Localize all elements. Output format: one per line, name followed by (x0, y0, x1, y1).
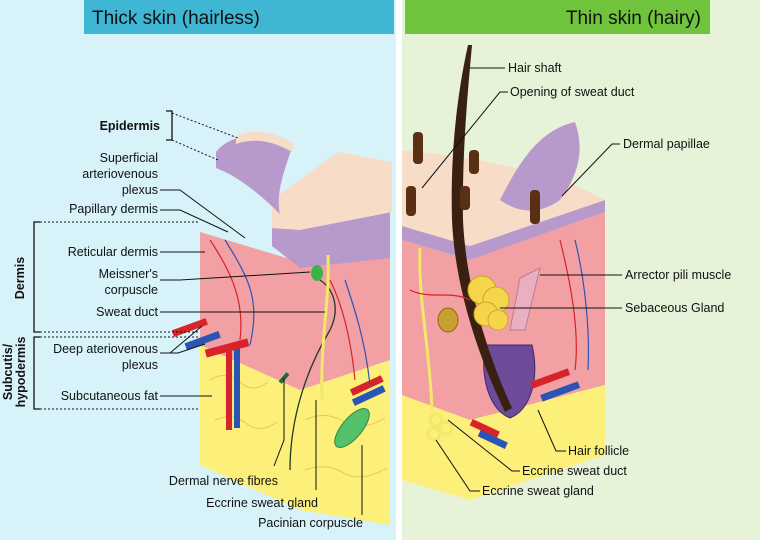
left-flap-top (236, 131, 294, 152)
label-deep-plexus-1: Deep ateriovenous (53, 342, 158, 356)
label-arrector-pili: Arrector pili muscle (625, 268, 731, 282)
panel-divider (396, 0, 402, 540)
label-opening-duct: Opening of sweat duct (510, 85, 635, 99)
label-dermal-papillae: Dermal papillae (623, 137, 710, 151)
label-deep-plexus-2: plexus (122, 358, 158, 372)
label-superficial-2: arteriovenous (82, 167, 158, 181)
right-fat-layer (402, 395, 470, 500)
label-hair-follicle: Hair follicle (568, 444, 629, 458)
left-nerve-fibres (289, 279, 336, 471)
label-papillary-dermis: Papillary dermis (69, 202, 158, 216)
label-subcutis-1: Subcutis/ (1, 343, 15, 400)
right-dermis-side (402, 240, 470, 420)
label-dermis: Dermis (13, 257, 27, 299)
label-superficial-1: Superficial (100, 151, 158, 165)
short-hair-5 (530, 190, 540, 224)
label-subcutaneous-fat: Subcutaneous fat (61, 389, 159, 403)
hair-shaft-shape (451, 45, 512, 412)
label-superficial-3: plexus (122, 183, 158, 197)
label-meissner-1: Meissner's (99, 267, 158, 281)
short-hair-3 (406, 186, 416, 216)
left-fat-layer (200, 345, 300, 510)
short-hair-1 (413, 132, 423, 164)
thick-skin-block (171, 131, 392, 525)
left-leader-lines (160, 112, 363, 515)
right-dermal-papillae-flap (500, 122, 580, 211)
small-gland-shape (437, 307, 459, 333)
label-dermal-nerve: Dermal nerve fibres (169, 474, 278, 488)
sebaceous-gland-shape (467, 275, 510, 331)
left-epidermis-flap (216, 136, 292, 214)
arrector-pili-shape (509, 267, 541, 331)
short-hair-4 (460, 186, 470, 210)
label-pacinian: Pacinian corpuscle (258, 516, 363, 530)
right-header-bar (405, 0, 710, 34)
label-sebaceous-gland: Sebaceous Gland (625, 301, 724, 315)
layer-brackets (33, 110, 200, 410)
left-sweat-duct-path (320, 254, 330, 401)
right-sweat-duct-path (418, 247, 434, 411)
left-header-title: Thick skin (hairless) (92, 8, 260, 29)
label-eccrine-duct: Eccrine sweat duct (522, 464, 627, 478)
pacinian-corpuscle-shape (334, 408, 370, 448)
label-reticular-dermis: Reticular dermis (68, 245, 158, 259)
label-subcutis-2: hypodermis (14, 337, 28, 408)
right-epidermis-band (402, 200, 605, 260)
label-meissner-2: corpuscle (105, 283, 159, 297)
short-hair-2 (469, 150, 479, 174)
left-top-surface (272, 152, 392, 230)
right-eccrine-coil (426, 412, 454, 442)
meissner-corpuscle-shape (311, 265, 323, 281)
thin-skin-block (402, 45, 605, 500)
left-blood-vessels (171, 239, 386, 430)
right-blood-vessels (409, 239, 590, 449)
label-eccrine-gland-right: Eccrine sweat gland (482, 484, 594, 498)
left-header-bar (84, 0, 394, 34)
hair-follicle-shape (483, 344, 536, 419)
right-header-title: Thin skin (hairy) (566, 8, 701, 29)
label-eccrine-gland-left: Eccrine sweat gland (206, 496, 318, 510)
label-epidermis: Epidermis (100, 119, 160, 133)
label-hair-shaft: Hair shaft (508, 61, 562, 75)
label-sweat-duct: Sweat duct (96, 305, 158, 319)
right-leader-lines (421, 67, 622, 492)
